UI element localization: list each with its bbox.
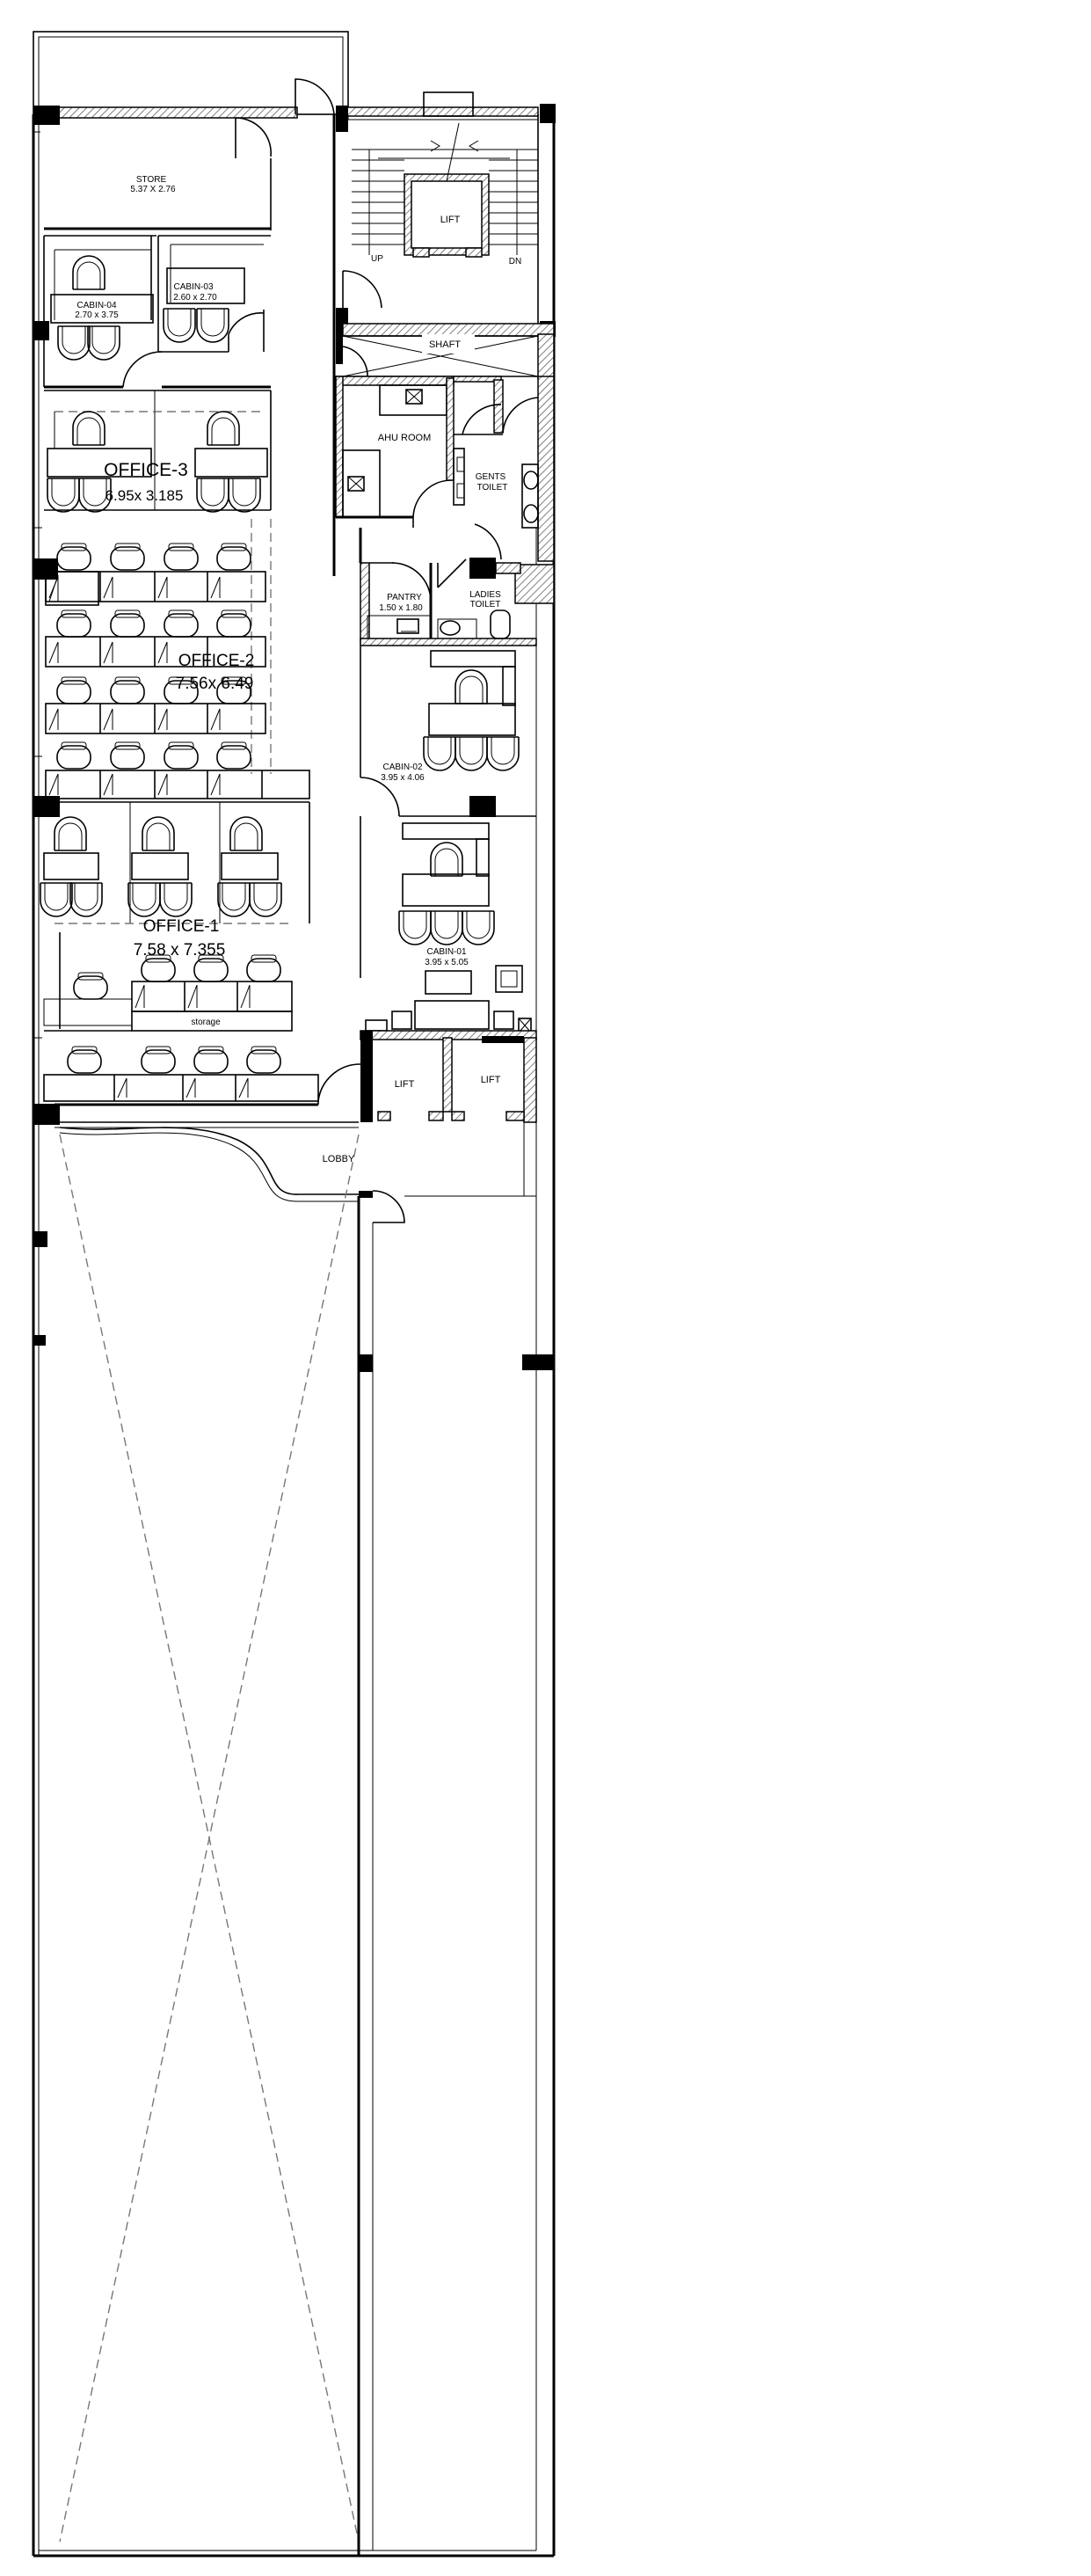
stair-core: LIFT UP DN: [342, 91, 539, 310]
cabin-02: CABIN-02 3.95 x 4.06: [360, 646, 536, 817]
office-2: OFFICE-2 7.56x 6.49: [45, 519, 310, 799]
cabin-02-size: 3.95 x 4.06: [381, 773, 425, 783]
cabin-01-size: 3.95 x 5.05: [425, 958, 469, 967]
corridor-walls: [295, 78, 336, 572]
lift-core: LIFT LIFT: [360, 1030, 537, 1123]
office-1-size: 7.58 x 7.355: [134, 941, 226, 960]
gents-toilet: GENTS TOILET: [412, 376, 555, 562]
ladies-toilet-label: LADIES: [469, 590, 501, 600]
outer-walls: [32, 31, 556, 2558]
cabin-01-label: CABIN-01: [426, 947, 466, 957]
cabin-04-size: 2.70 x 3.75: [75, 310, 119, 320]
lobby-label: LOBBY: [323, 1154, 355, 1164]
shaft: SHAFT: [336, 323, 555, 379]
shaft-label: SHAFT: [429, 339, 461, 350]
cabin-04: CABIN-04 2.70 x 3.75: [43, 235, 156, 387]
workstation-row-1: [45, 543, 266, 606]
lift-b-label: LIFT: [481, 1075, 501, 1085]
cabin-04-door: [44, 351, 271, 389]
cabin-03-size: 2.60 x 2.70: [173, 293, 217, 303]
lift-a-label: LIFT: [395, 1079, 415, 1090]
gents-toilet-label-2: TOILET: [477, 483, 508, 493]
stair-up-label: UP: [371, 254, 383, 264]
pantry-size: 1.50 x 1.80: [379, 603, 423, 613]
workstation-row-4: [45, 741, 310, 799]
store-label: STORE: [136, 175, 167, 185]
pantry-label: PANTRY: [387, 593, 422, 602]
storage-label: storage: [191, 1018, 221, 1027]
stair-lift-label: LIFT: [440, 215, 461, 225]
cabin-04-label: CABIN-04: [76, 301, 116, 310]
office-3-size: 6.95x 3.185: [105, 487, 184, 504]
ladies-toilet: LADIES TOILET: [437, 558, 555, 639]
lobby: LOBBY: [55, 1121, 536, 2556]
office-1-label: OFFICE-1: [143, 917, 220, 936]
ahu-room-label: AHU ROOM: [378, 433, 432, 443]
store-room: STORE 5.37 X 2.76: [44, 117, 272, 230]
office-3-label: OFFICE-3: [104, 460, 188, 480]
pantry: PANTRY 1.50 x 1.80: [360, 562, 537, 646]
cabin-03-label: CABIN-03: [173, 282, 213, 292]
office-2-size: 7.56x 6.49: [176, 675, 254, 693]
store-size: 5.37 X 2.76: [130, 185, 176, 194]
workstation-row-2: [45, 609, 266, 668]
gents-toilet-label: GENTS: [476, 472, 506, 482]
office-1: OFFICE-1 7.58 x 7.355 storage: [40, 801, 361, 1106]
office-3: OFFICE-3 6.95x 3.185: [44, 390, 272, 513]
ladies-toilet-label-2: TOILET: [470, 600, 501, 609]
workstation-row-3: [45, 676, 266, 734]
cabin-01: CABIN-01 3.95 x 5.05: [360, 816, 532, 1033]
stair-dn-label: DN: [509, 257, 521, 266]
ahu-room: AHU ROOM: [335, 376, 455, 519]
cabin-03: CABIN-03 2.60 x 2.70: [157, 235, 271, 353]
cabin-02-label: CABIN-02: [382, 763, 422, 772]
window-markers: [33, 131, 42, 1039]
office-2-label: OFFICE-2: [178, 652, 255, 670]
